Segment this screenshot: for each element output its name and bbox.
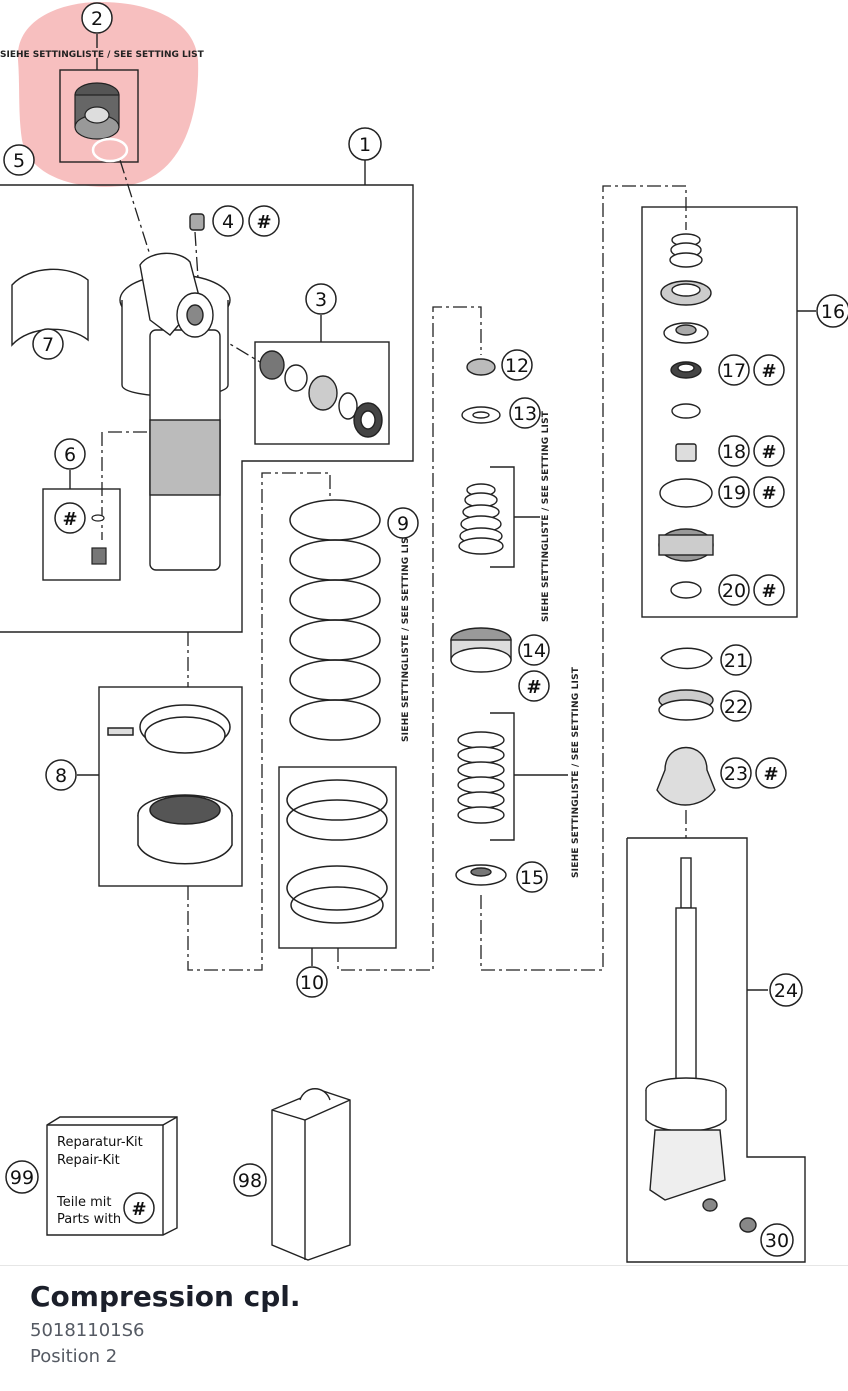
part-2-adjuster [74,82,120,140]
frame-8 [98,686,243,887]
setting-list-label-top: SIEHE SETTINGLISTE / SEE SETTING LIST [0,50,205,60]
callout-23[interactable]: 23 [724,763,748,785]
part-3-components [259,350,383,438]
setting-list-label-stack1: SIEHE SETTINGLISTE / SEE SETTING LIST [541,410,551,622]
frame-3 [254,341,390,445]
frame-2 [59,69,139,163]
callout-17[interactable]: 17 [722,360,746,382]
callout-4[interactable]: 4 [222,211,234,233]
callout-22[interactable]: 22 [724,696,748,718]
part-5-oring [91,137,129,163]
callout-16[interactable]: 16 [821,301,845,323]
callout-hash-6: # [62,509,77,530]
part-info-footer: Compression cpl. 50181101S6 Position 2 [0,1265,848,1391]
callout-19[interactable]: 19 [722,482,746,504]
callout-18[interactable]: 18 [722,441,746,463]
oil-can-98 [271,1088,351,1261]
callout-8[interactable]: 8 [55,765,67,787]
callout-hash-kit: # [131,1199,146,1220]
callout-hash-19: # [761,483,776,504]
callout-10[interactable]: 10 [300,972,324,994]
callout-hash-4: # [256,212,271,233]
setting-list-label-stack2: SIEHE SETTINGLISTE / SEE SETTING LIST [571,666,581,878]
exploded-parts-diagram: Reparatur-Kit Repair-Kit Teile mit Parts… [0,2,848,1263]
repair-kit-line4: Parts with [57,1212,121,1227]
frame-1 [0,184,414,633]
right-parts [656,233,716,806]
part-8-clamp [107,704,233,865]
part-number: 50181101S6 [30,1320,145,1341]
callout-9[interactable]: 9 [397,513,409,535]
callout-99[interactable]: 99 [10,1167,34,1189]
middle-parts [450,358,512,886]
part-10-seats [286,779,388,924]
callout-98[interactable]: 98 [238,1170,262,1192]
callout-1[interactable]: 1 [359,134,371,156]
callout-3[interactable]: 3 [315,289,327,311]
callout-hash-23: # [763,764,778,785]
part-24-damper-rod [645,857,757,1233]
callout-hash-14: # [526,677,541,698]
part-position: Position 2 [30,1346,118,1367]
part-title: Compression cpl. [30,1280,301,1313]
part-7-shield [11,268,89,347]
callout-21[interactable]: 21 [724,650,748,672]
frame-24 [626,837,806,1263]
callout-6[interactable]: 6 [64,444,76,466]
repair-kit-line2: Repair-Kit [57,1153,120,1168]
callout-hash-20: # [761,581,776,602]
callout-24[interactable]: 24 [774,980,798,1002]
callout-30[interactable]: 30 [765,1230,789,1252]
part-9-spring [289,499,381,741]
part-6-valve [91,514,107,565]
callout-2[interactable]: 2 [91,8,103,30]
callout-hash-17: # [761,361,776,382]
callout-15[interactable]: 15 [520,867,544,889]
callout-12[interactable]: 12 [505,355,529,377]
callout-5[interactable]: 5 [13,150,25,172]
callout-14[interactable]: 14 [522,640,546,662]
repair-kit-line1: Reparatur-Kit [57,1135,143,1150]
frame-6 [42,488,121,581]
shock-body-part [119,213,231,571]
callout-7[interactable]: 7 [42,334,54,356]
frame-16 [641,206,798,618]
callout-20[interactable]: 20 [722,580,746,602]
repair-kit-line3: Teile mit [56,1195,111,1210]
callout-hash-18: # [761,442,776,463]
setting-list-label-spring: SIEHE SETTINGLISTE / SEE SETTING LIST [401,530,411,742]
callout-13[interactable]: 13 [513,403,537,425]
